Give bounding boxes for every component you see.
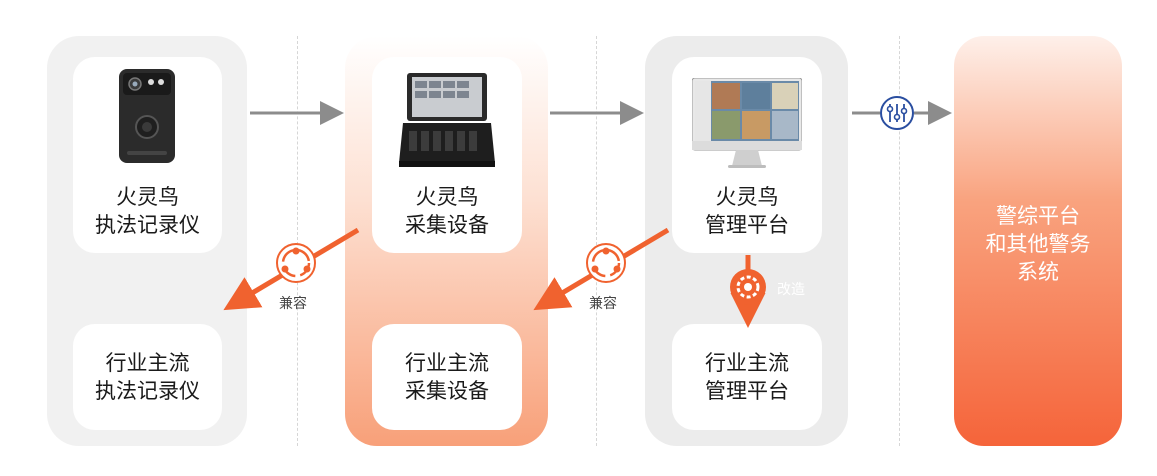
card-title-line: 管理平台 <box>705 379 789 403</box>
card-firebird-body-camera: 火灵鸟 执法记录仪 <box>73 57 222 253</box>
card-industry-body-camera: 行业主流 执法记录仪 <box>73 324 222 430</box>
card-title-line: 管理平台 <box>705 213 789 237</box>
divider <box>297 36 298 446</box>
police-system-label: 警综平台 和其他警务 系统 <box>985 204 1091 284</box>
compat-label: 兼容 <box>589 296 617 312</box>
card-firebird-management-platform: 火灵鸟 管理平台 <box>672 57 822 253</box>
compat-icon <box>276 243 316 283</box>
card-industry-collection-device: 行业主流 采集设备 <box>372 324 522 430</box>
column-police-system <box>954 36 1122 446</box>
card-title-line: 火灵鸟 <box>715 185 779 209</box>
card-title-line: 采集设备 <box>405 379 489 403</box>
divider <box>596 36 597 446</box>
card-title-line: 行业主流 <box>405 351 489 375</box>
card-industry-management-platform: 行业主流 管理平台 <box>672 324 822 430</box>
connect-icon <box>880 96 914 130</box>
card-title-line: 采集设备 <box>405 213 489 237</box>
card-title-line: 火灵鸟 <box>415 185 479 209</box>
monitor-icon <box>692 78 802 168</box>
case-icon <box>399 73 495 167</box>
card-firebird-collection-device: 火灵鸟 采集设备 <box>372 57 522 253</box>
camera-icon <box>119 69 175 163</box>
card-title-line: 执法记录仪 <box>95 379 200 403</box>
card-title-line: 执法记录仪 <box>95 213 200 237</box>
gear-icon <box>730 269 766 305</box>
divider <box>899 36 900 446</box>
card-title-line: 行业主流 <box>105 351 190 375</box>
compat-icon <box>586 243 626 283</box>
modify-label: 改造 <box>777 282 805 298</box>
compat-label: 兼容 <box>279 296 307 312</box>
card-title-line: 火灵鸟 <box>116 185 179 209</box>
card-title-line: 行业主流 <box>705 351 789 375</box>
